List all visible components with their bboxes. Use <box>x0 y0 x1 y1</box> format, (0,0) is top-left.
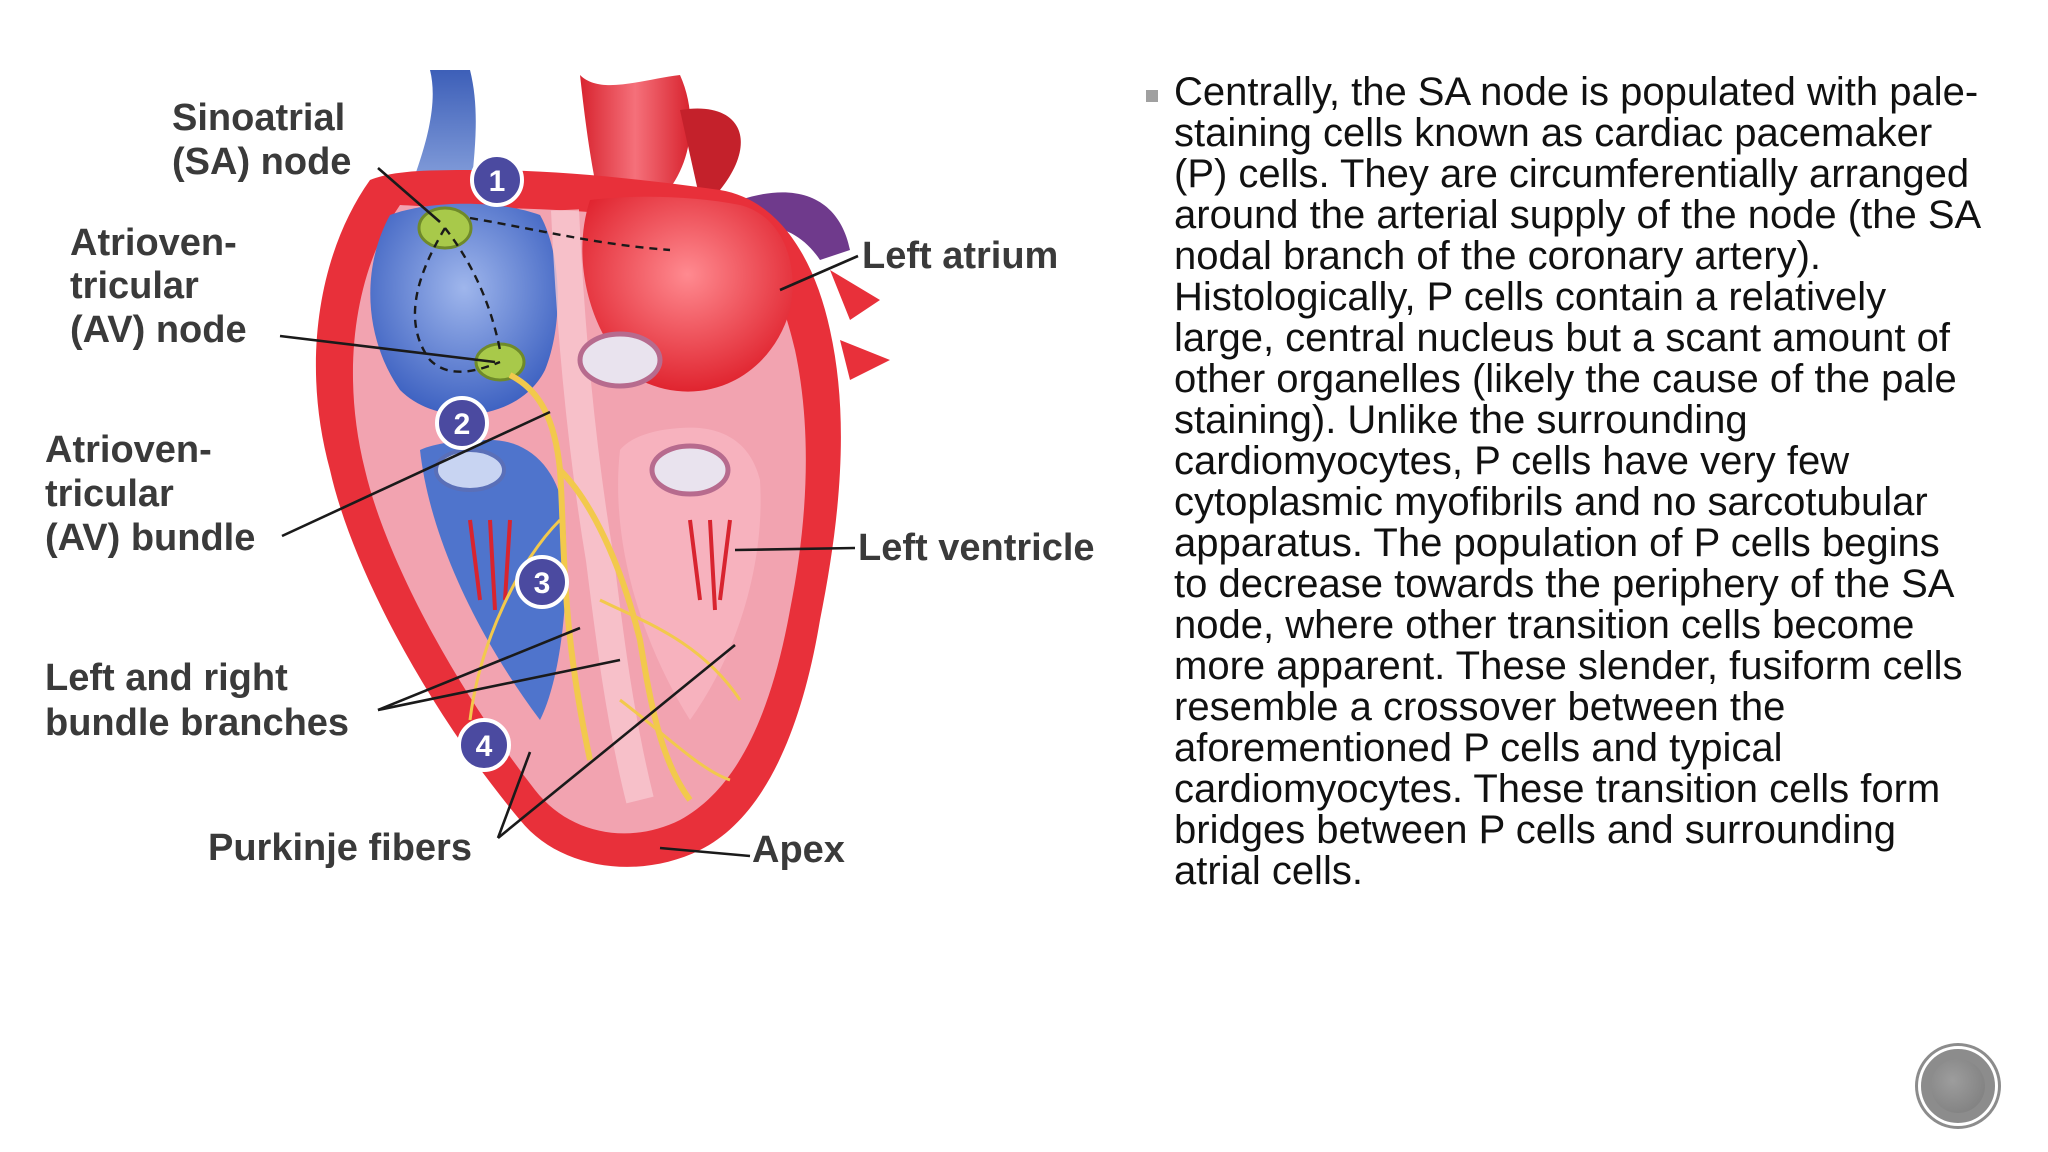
label-sa-node-line1: Sinoatrial <box>172 97 345 139</box>
label-av-node-line2: tricular <box>70 265 199 307</box>
heart-chambers <box>370 196 793 804</box>
heart-conduction-diagram: 1 2 3 4 <box>0 0 1120 900</box>
step-label: 2 <box>454 408 471 441</box>
label-bundle-branches-line1: Left and right <box>45 657 288 699</box>
label-av-bundle-line3: (AV) bundle <box>45 517 255 559</box>
great-vessels <box>410 70 890 380</box>
label-av-node-line1: Atrioven- <box>70 222 237 264</box>
step-marker: 1 <box>470 153 524 207</box>
step-markers: 1 2 3 4 <box>435 153 569 772</box>
label-av-node-line3: (AV) node <box>70 309 247 351</box>
body-paragraph: Centrally, the SA node is populated with… <box>1174 70 1982 893</box>
conduction-system <box>413 206 742 802</box>
label-purkinje-fibers: Purkinje fibers <box>208 827 472 869</box>
step-label: 4 <box>476 730 493 763</box>
circle-nav-icon <box>1931 1059 1985 1113</box>
bullet-marker <box>1146 90 1158 102</box>
label-sa-node-line2: (SA) node <box>172 141 351 183</box>
leader-lines <box>279 167 859 858</box>
label-bundle-branches-line2: bundle branches <box>45 702 349 744</box>
step-marker: 2 <box>435 396 489 450</box>
label-left-ventricle: Left ventricle <box>858 527 1095 569</box>
step-marker: 4 <box>457 718 511 772</box>
step-label: 3 <box>534 567 551 600</box>
label-av-bundle-line1: Atrioven- <box>45 429 212 471</box>
text-panel: Centrally, the SA node is populated with… <box>1140 72 2040 892</box>
step-marker: 3 <box>515 555 569 609</box>
diagram-labels: Sinoatrial (SA) node Atrioven- tricular … <box>45 97 1095 871</box>
label-av-bundle-line2: tricular <box>45 473 174 515</box>
label-apex: Apex <box>752 829 845 871</box>
step-label: 1 <box>489 165 506 198</box>
label-left-atrium: Left atrium <box>862 235 1058 277</box>
nav-circle-button[interactable] <box>1918 1046 1998 1126</box>
